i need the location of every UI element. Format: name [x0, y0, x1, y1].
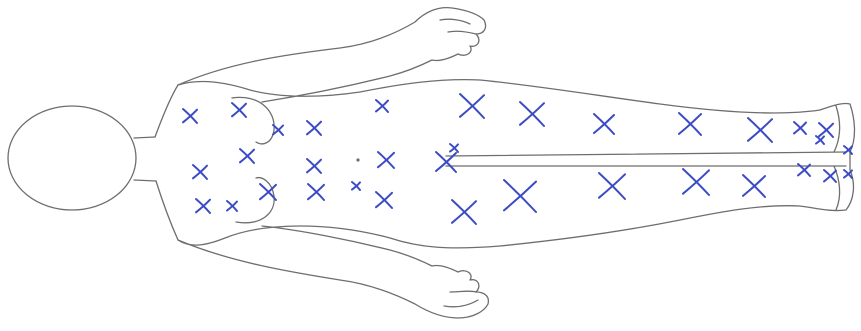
- leg-separation: [446, 106, 846, 210]
- x-mark: [183, 109, 197, 123]
- x-mark: [240, 149, 254, 163]
- x-mark: [378, 152, 394, 168]
- lower-arm-outline: [178, 226, 488, 318]
- x-mark: [599, 173, 625, 199]
- x-mark: [748, 118, 772, 142]
- x-mark: [352, 182, 360, 190]
- x-mark: [794, 122, 806, 134]
- x-mark: [504, 180, 536, 212]
- x-mark: [196, 199, 210, 213]
- upper-arm-outline: [178, 8, 486, 102]
- x-marks-group: [183, 94, 852, 224]
- neck-outline: [134, 137, 156, 181]
- x-mark: [450, 144, 458, 152]
- head-outline: [8, 106, 136, 210]
- x-mark: [307, 121, 321, 135]
- x-mark: [307, 159, 321, 173]
- torso-outline: [155, 80, 855, 248]
- x-mark: [452, 200, 476, 224]
- x-mark: [193, 165, 207, 179]
- x-mark: [816, 136, 824, 144]
- navel: [356, 158, 359, 161]
- x-mark: [376, 100, 388, 112]
- x-mark: [227, 201, 237, 211]
- x-mark: [232, 103, 246, 117]
- x-mark: [436, 152, 456, 172]
- x-mark: [743, 175, 765, 197]
- x-mark: [683, 169, 709, 195]
- x-mark: [824, 170, 836, 182]
- x-mark: [520, 102, 544, 126]
- x-mark: [819, 123, 833, 137]
- x-mark: [594, 114, 614, 134]
- x-mark: [308, 184, 324, 200]
- chest-outline: [232, 97, 274, 222]
- x-mark: [844, 170, 852, 178]
- x-mark: [376, 192, 392, 208]
- x-mark: [460, 94, 484, 118]
- x-mark: [679, 113, 701, 135]
